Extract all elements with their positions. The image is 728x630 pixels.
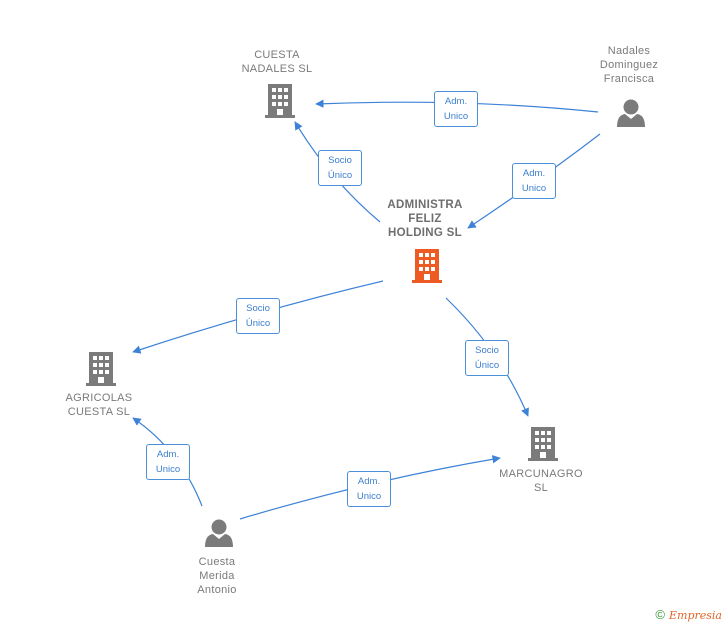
footer-brand: © Empresia: [655, 607, 722, 622]
brand-logo[interactable]: Empresia: [669, 609, 722, 622]
person-icon[interactable]: [205, 519, 233, 548]
copyright-symbol: ©: [655, 607, 665, 622]
building-icon[interactable]: [86, 352, 116, 386]
node-label-nadales-dominguez[interactable]: Nadales Dominguez Francisca: [599, 45, 659, 85]
node-label-administra-feliz[interactable]: ADMINISTRA FELIZ HOLDING SL: [387, 199, 463, 239]
edge-label-adm-unico: Adm. Unico: [434, 91, 478, 127]
edge-label-adm-unico: Adm. Unico: [512, 163, 556, 199]
edge-label-adm-unico: Adm. Unico: [146, 444, 190, 480]
edge-label-adm-unico: Adm. Unico: [347, 471, 391, 507]
building-icon-main[interactable]: [412, 249, 442, 283]
building-icon[interactable]: [528, 427, 558, 461]
building-icon[interactable]: [265, 84, 295, 118]
edge-label-socio-unico: Socio Único: [465, 340, 509, 376]
node-label-agricolas-cuesta[interactable]: AGRICOLAS CUESTA SL: [65, 392, 133, 418]
node-label-marcunagro[interactable]: MARCUNAGRO SL: [499, 468, 583, 494]
edge-label-socio-unico: Socio Único: [236, 298, 280, 334]
person-icon[interactable]: [617, 99, 645, 128]
node-label-cuesta-merida[interactable]: Cuesta Merida Antonio: [197, 556, 237, 596]
edge-label-socio-unico: Socio Único: [318, 150, 362, 186]
node-label-cuesta-nadales[interactable]: CUESTA NADALES SL: [241, 49, 313, 75]
